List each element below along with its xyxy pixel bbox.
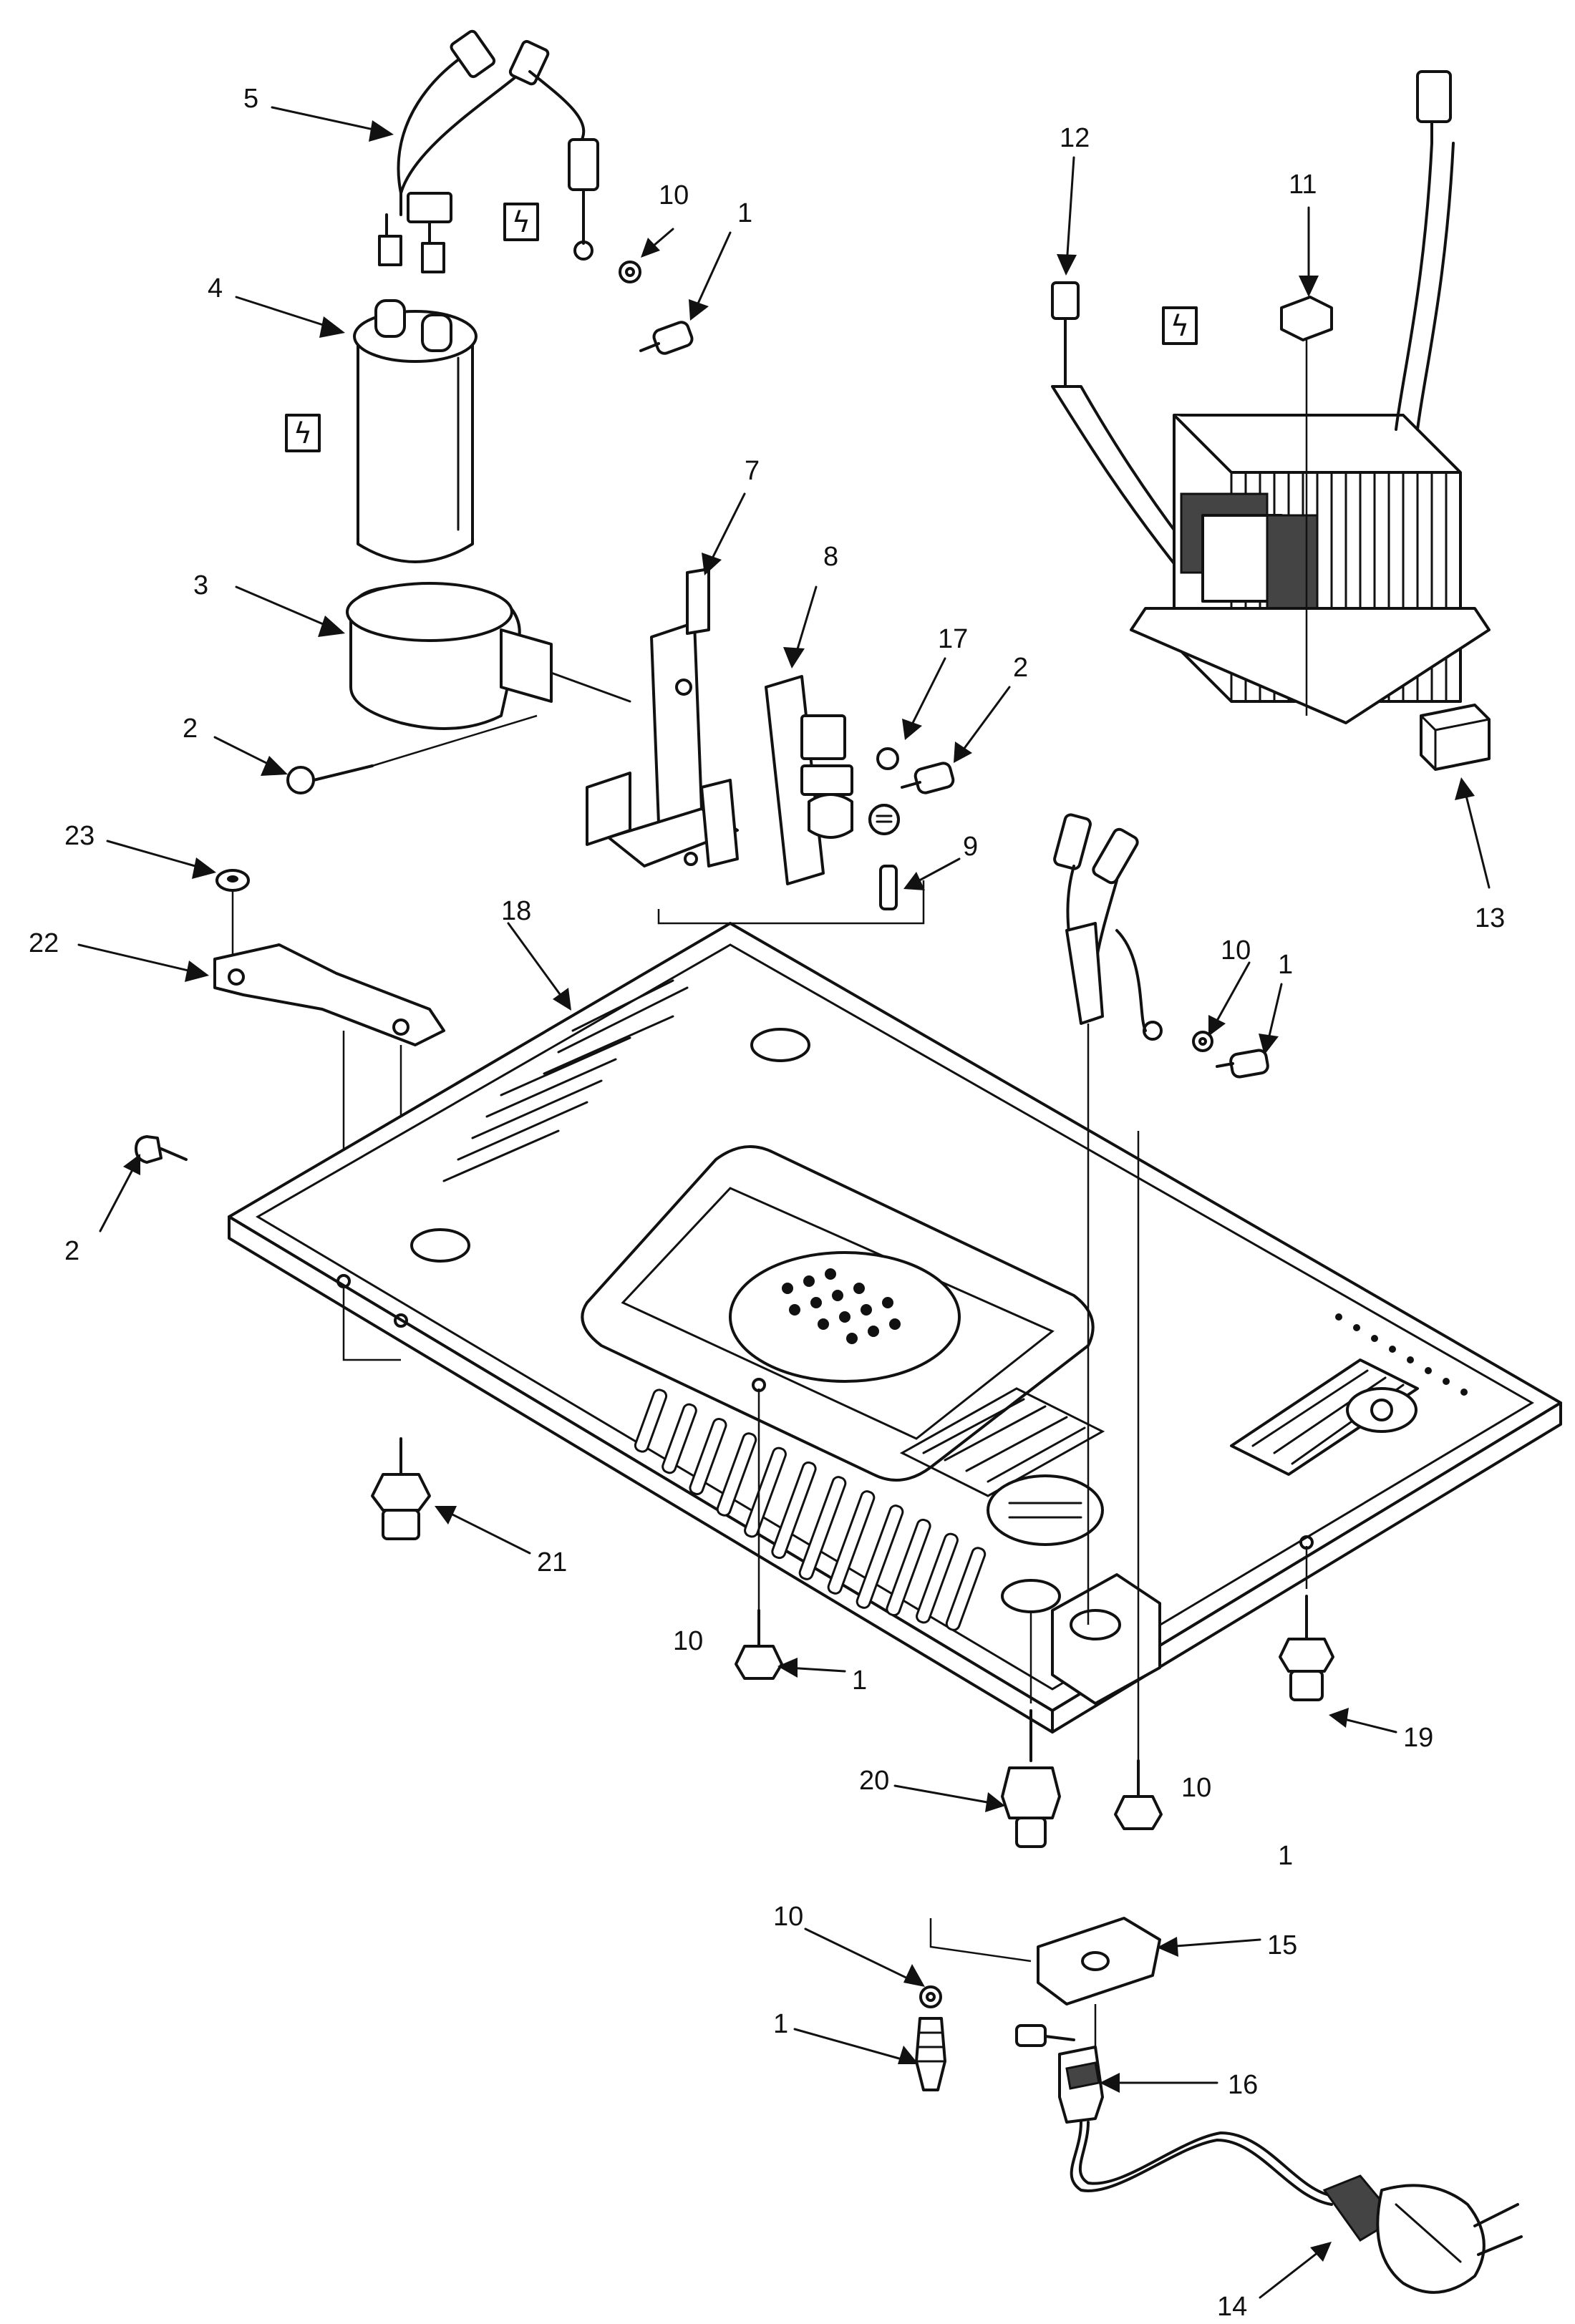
filter-symbol-icon bbox=[868, 804, 900, 835]
callout-17: 17 bbox=[938, 624, 968, 654]
high-voltage-warning-icon: ϟ bbox=[503, 203, 539, 241]
part-20-grommet bbox=[1001, 1709, 1061, 1848]
callout-14: 14 bbox=[1217, 2292, 1247, 2322]
part-23-washer bbox=[215, 869, 250, 973]
transformer bbox=[1130, 70, 1491, 724]
callout-7: 7 bbox=[745, 456, 760, 486]
part-5-wire-harness bbox=[378, 29, 599, 273]
callout-2: 2 bbox=[1013, 653, 1028, 683]
svg-text:ϟ: ϟ bbox=[294, 417, 312, 450]
part-11-nut bbox=[1280, 296, 1333, 716]
part-18-base-plate bbox=[228, 922, 1562, 1734]
callout-2: 2 bbox=[183, 714, 198, 744]
callout-13: 13 bbox=[1475, 903, 1505, 933]
washer-17 bbox=[876, 747, 899, 770]
screw-1c bbox=[735, 1609, 783, 1680]
callout-1: 1 bbox=[773, 2009, 788, 2039]
high-voltage-warning-icon: ϟ bbox=[1162, 306, 1198, 345]
callout-4: 4 bbox=[208, 273, 223, 303]
cavity-vent-holes bbox=[782, 1268, 901, 1344]
callout-3: 3 bbox=[193, 570, 208, 601]
callout-labels: 5 4 3 2 10 1 7 8 17 2 9 12 11 13 23 22 1… bbox=[29, 84, 1505, 2322]
callout-18: 18 bbox=[501, 896, 531, 926]
callout-22: 22 bbox=[29, 928, 59, 958]
base-vent-slots-lower bbox=[634, 1389, 987, 1631]
base-edge-dots bbox=[1335, 1313, 1468, 1396]
part-8-switch-plate bbox=[765, 675, 900, 885]
callout-16: 16 bbox=[1228, 2070, 1258, 2100]
callout-2: 2 bbox=[64, 1236, 79, 1266]
base-mesh-area bbox=[899, 1387, 1105, 1497]
base-vent-slots-upper bbox=[442, 979, 689, 1182]
screw-2b bbox=[901, 762, 955, 794]
screw-2c bbox=[135, 1135, 188, 1164]
part-21-foot bbox=[371, 1437, 431, 1540]
part-14-power-cord bbox=[1070, 2121, 1334, 2206]
lock-washer-10b bbox=[1192, 1031, 1213, 1052]
assembly-guide-lines bbox=[342, 880, 1308, 1963]
callout-1: 1 bbox=[737, 198, 752, 228]
part-16-cord-bushing bbox=[1015, 2024, 1104, 2124]
part-7-bracket bbox=[586, 568, 739, 867]
callout-20: 20 bbox=[859, 1766, 889, 1796]
callout-1: 1 bbox=[1278, 950, 1293, 980]
screw-2a bbox=[286, 714, 538, 794]
callout-11: 11 bbox=[1289, 170, 1317, 200]
ground-wire-leads bbox=[1053, 813, 1163, 1625]
power-plug bbox=[1322, 2174, 1523, 2294]
screw-1a bbox=[639, 321, 694, 355]
callout-15: 15 bbox=[1267, 1930, 1297, 1960]
callout-23: 23 bbox=[64, 821, 94, 851]
callout-9: 9 bbox=[963, 832, 978, 862]
callout-10: 10 bbox=[659, 180, 689, 210]
callout-8: 8 bbox=[823, 542, 838, 572]
part-19-foot bbox=[1279, 1595, 1334, 1701]
callout-12: 12 bbox=[1060, 123, 1090, 153]
callout-1: 1 bbox=[852, 1666, 867, 1696]
callout-10: 10 bbox=[1181, 1773, 1211, 1803]
part-9-pin bbox=[879, 865, 898, 910]
screw-1e bbox=[915, 2017, 946, 2091]
screw-1d bbox=[1114, 1759, 1163, 1830]
high-voltage-warning-icon: ϟ bbox=[285, 414, 321, 452]
part-13-foam-pad bbox=[1420, 704, 1491, 771]
callout-10: 10 bbox=[773, 1902, 803, 1932]
part-15-clamp-plate bbox=[1037, 1917, 1161, 2054]
callout-10: 10 bbox=[673, 1626, 703, 1656]
svg-text:ϟ: ϟ bbox=[1171, 310, 1189, 343]
callout-5: 5 bbox=[243, 84, 258, 114]
callout-19: 19 bbox=[1403, 1723, 1433, 1753]
callout-leaders bbox=[77, 106, 1491, 2299]
callout-21: 21 bbox=[537, 1547, 567, 1577]
lock-washer-10a bbox=[619, 261, 641, 283]
screw-1b bbox=[1216, 1049, 1269, 1079]
part-4-capacitor bbox=[353, 299, 478, 563]
svg-text:ϟ: ϟ bbox=[512, 206, 530, 239]
callout-1: 1 bbox=[1278, 1841, 1293, 1871]
callout-10: 10 bbox=[1221, 935, 1251, 966]
part-3-capacitor-holder bbox=[346, 582, 631, 730]
lock-washer-10e bbox=[919, 1985, 942, 2008]
